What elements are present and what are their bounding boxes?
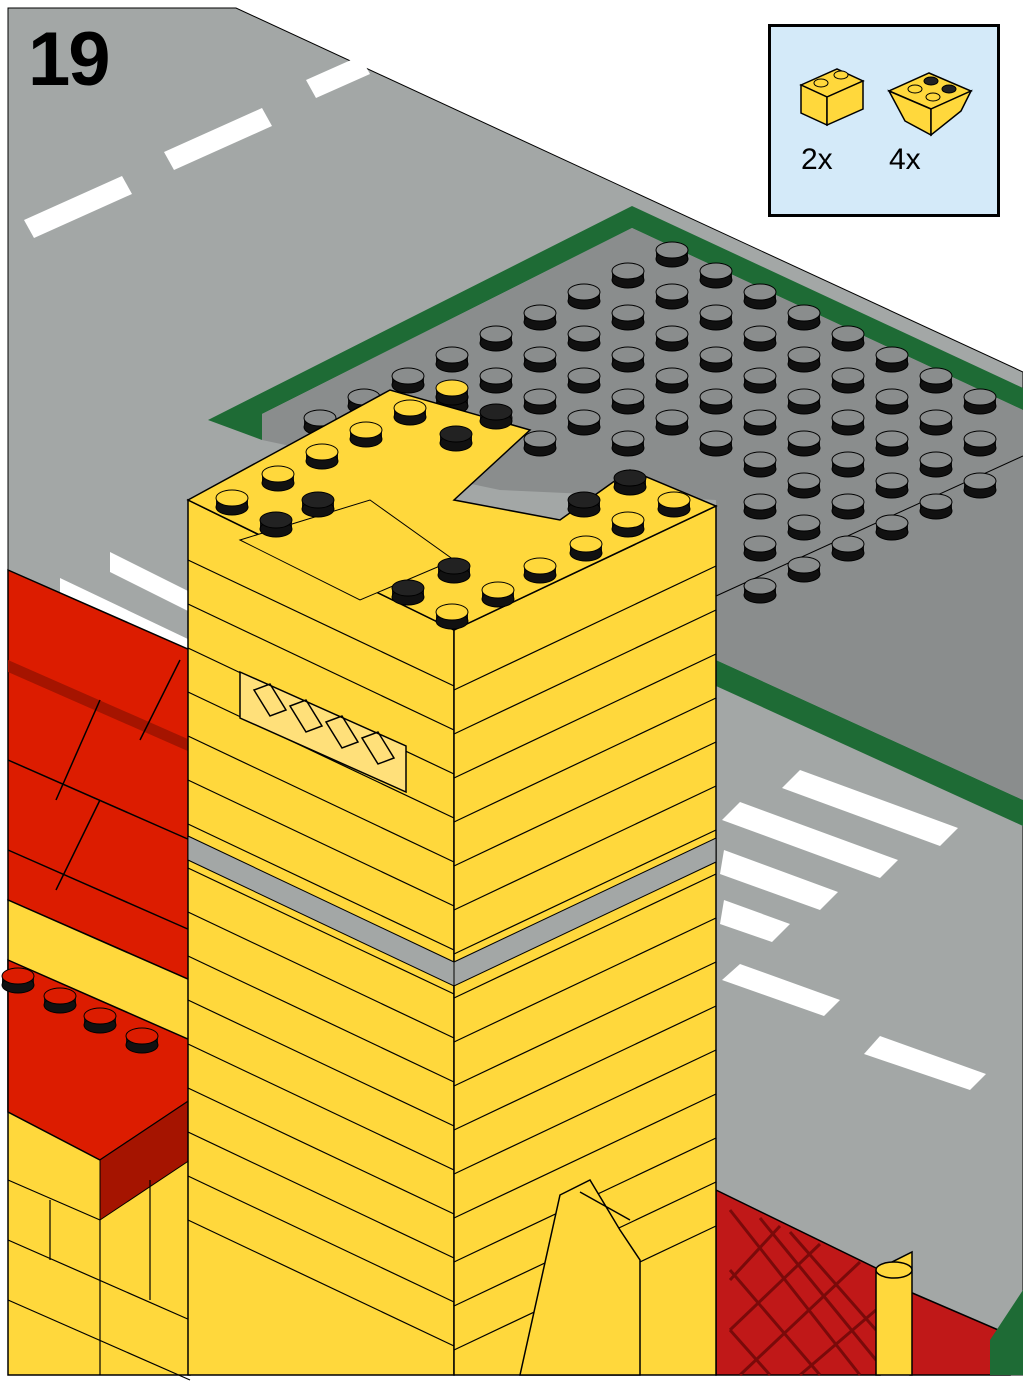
step-number: 19 — [28, 22, 109, 98]
left-yellow-wall — [8, 900, 190, 1380]
yellow-2x2-inverted-slope-icon — [885, 55, 975, 141]
part-quantity-1: 2x — [801, 145, 833, 175]
yellow-tower — [188, 390, 716, 1375]
yellow-1x2-brick-icon — [797, 55, 867, 135]
part-quantity-2: 4x — [889, 145, 921, 175]
parts-list-box: 2x 4x — [768, 24, 1000, 217]
